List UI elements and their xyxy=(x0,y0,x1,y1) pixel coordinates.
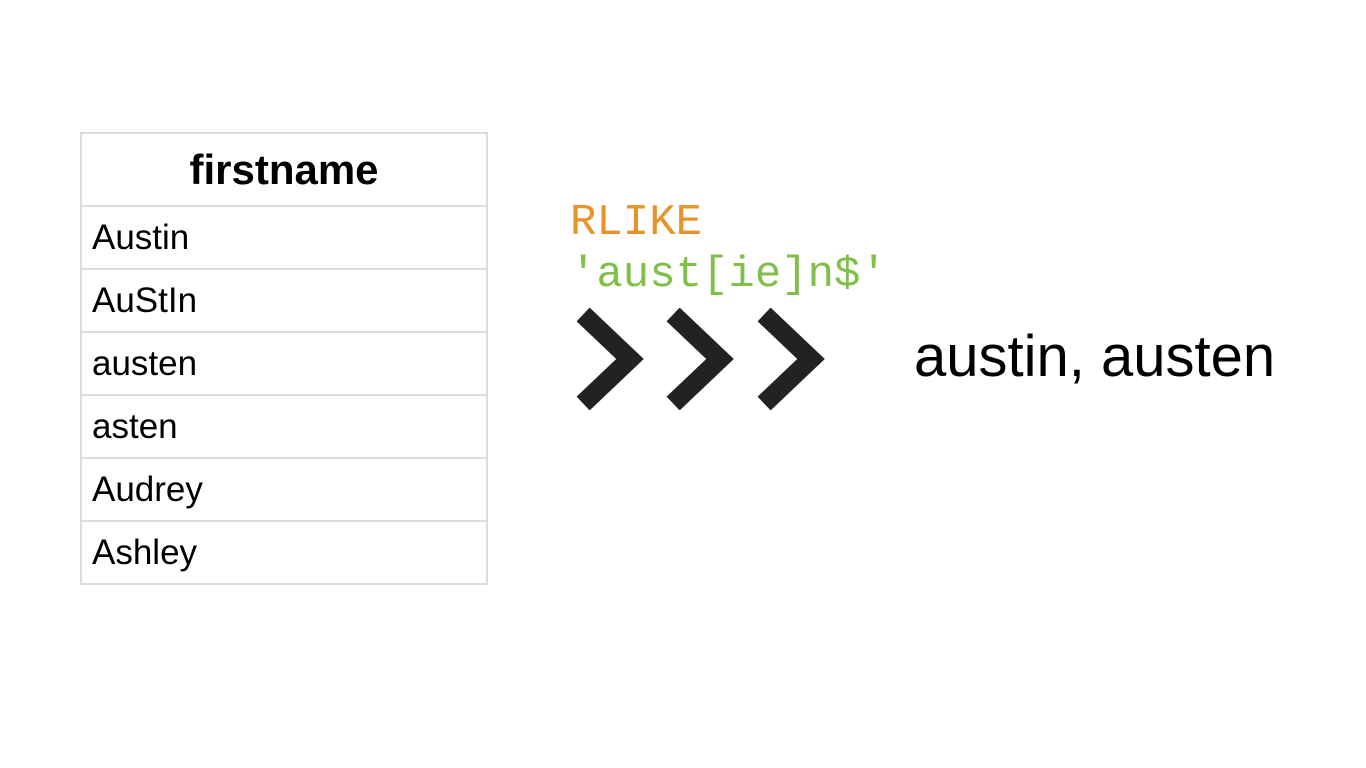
table-row: Austin xyxy=(80,205,488,270)
match-result: austin, austen xyxy=(914,324,1276,389)
table-row: Audrey xyxy=(80,457,488,522)
table-cell: Ashley xyxy=(80,520,488,585)
table-row: Ashley xyxy=(80,520,488,585)
firstname-table: firstname Austin AuStIn austen asten Aud… xyxy=(80,132,488,585)
regex-pattern: 'aust[ie]n$' xyxy=(570,250,887,300)
chevron-right-icon xyxy=(757,308,825,410)
table-row: asten xyxy=(80,394,488,459)
table-cell: Audrey xyxy=(80,457,488,522)
chevron-right-icon xyxy=(666,308,734,410)
table-cell: Austin xyxy=(80,205,488,270)
table-row: AuStIn xyxy=(80,268,488,333)
table-header-row: firstname xyxy=(80,132,488,207)
table-cell: austen xyxy=(80,331,488,396)
column-header-firstname: firstname xyxy=(80,132,488,207)
chevron-right-icon xyxy=(576,308,644,410)
rlike-keyword: RLIKE xyxy=(570,198,703,248)
table-cell: asten xyxy=(80,394,488,459)
table-row: austen xyxy=(80,331,488,396)
arrows-group xyxy=(576,308,825,410)
table-cell: AuStIn xyxy=(80,268,488,333)
